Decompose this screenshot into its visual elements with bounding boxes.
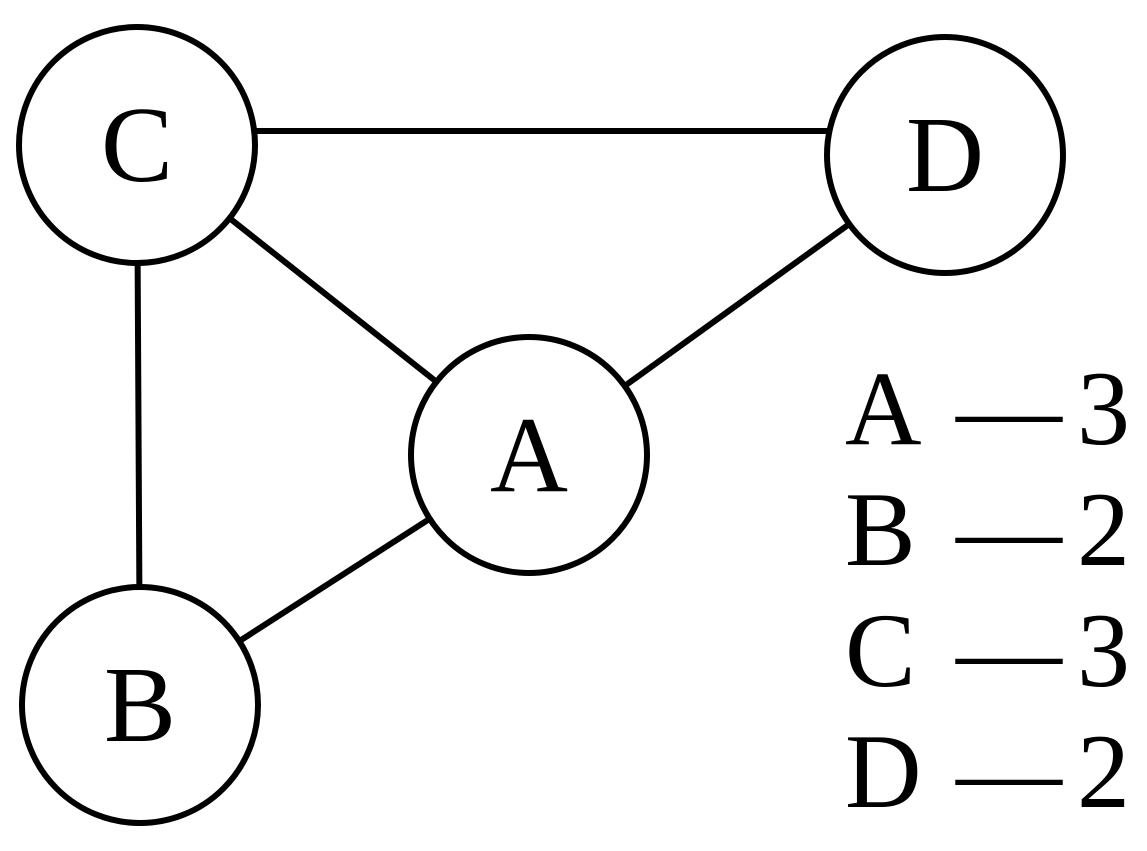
legend-row-a: A — 3 bbox=[845, 348, 1130, 469]
legend-node-label: D bbox=[845, 713, 922, 830]
legend-degree-value: 2 bbox=[1077, 471, 1130, 588]
legend-node-label: A bbox=[845, 350, 922, 467]
legend-degree-value: 3 bbox=[1077, 592, 1130, 709]
node-a: A bbox=[408, 334, 650, 576]
node-d-label: D bbox=[906, 96, 984, 215]
node-d-circle bbox=[824, 34, 1066, 276]
legend-node-label: C bbox=[845, 592, 916, 709]
legend-dash: — bbox=[956, 471, 1062, 588]
legend-dash: — bbox=[956, 713, 1062, 830]
node-d: D bbox=[824, 34, 1066, 276]
node-a-label: A bbox=[490, 396, 568, 515]
legend-row-b: B — 2 bbox=[845, 469, 1130, 590]
node-c-circle bbox=[16, 24, 258, 266]
legend-node-label: B bbox=[845, 471, 916, 588]
node-a-circle bbox=[408, 334, 650, 576]
legend-row-c: C — 3 bbox=[845, 590, 1130, 711]
node-b-label: B bbox=[104, 646, 176, 765]
node-c: C bbox=[16, 24, 258, 266]
node-b-circle bbox=[19, 584, 261, 826]
legend-dash: — bbox=[956, 350, 1062, 467]
node-c-label: C bbox=[101, 86, 173, 205]
legend-degree-value: 2 bbox=[1077, 713, 1130, 830]
legend-row-d: D — 2 bbox=[845, 711, 1130, 832]
node-b: B bbox=[19, 584, 261, 826]
legend-degree-value: 3 bbox=[1077, 350, 1130, 467]
legend-dash: — bbox=[956, 592, 1062, 709]
degree-legend: A — 3 B — 2 C — 3 D — 2 bbox=[845, 348, 1130, 832]
